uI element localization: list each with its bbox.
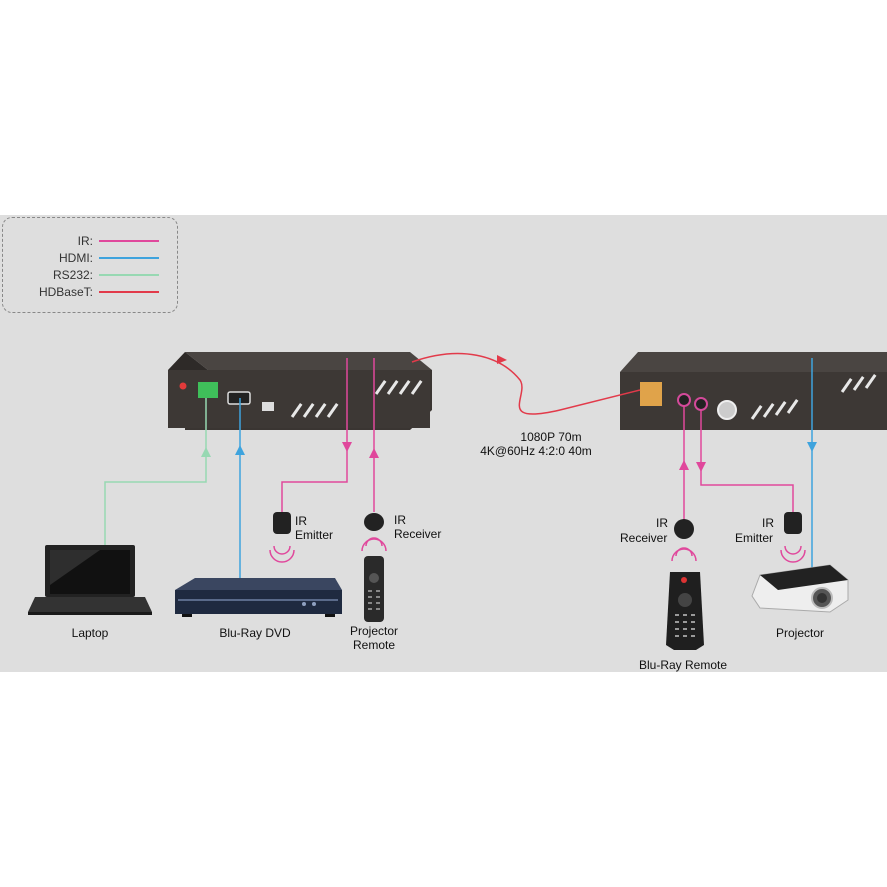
power-led-icon xyxy=(179,382,187,390)
ir-receiver-tx-label-line2: Receiver xyxy=(394,527,442,541)
legend: IR: HDMI: RS232: HDBaseT: xyxy=(2,217,178,313)
bluray-remote-label: Blu-Ray Remote xyxy=(638,658,728,672)
legend-rs232-line xyxy=(99,274,159,276)
rs232-terminal-icon xyxy=(198,382,218,398)
laptop-label: Laptop xyxy=(71,626,109,640)
ir-emitter-tx-label-line2: Emitter xyxy=(295,528,334,542)
ir-emitter-tx-label-line1: IR xyxy=(295,514,307,528)
ir-receiver-rx-label-line1: IR xyxy=(656,516,668,530)
legend-hdbaset-line xyxy=(99,291,159,293)
ir-port-icon xyxy=(677,393,691,407)
arrow-icon xyxy=(679,460,689,470)
legend-hdmi-line xyxy=(99,257,159,259)
cable-spec-line1: 1080P 70m xyxy=(520,430,582,444)
arrow-icon xyxy=(201,447,211,457)
ir-emitter-icon xyxy=(780,512,806,563)
ir-emitter-rx-label-line2: Emitter xyxy=(735,531,774,545)
receiver-unit xyxy=(620,352,887,430)
vent-slots-icon xyxy=(290,380,423,418)
projector-remote-label-line1: Projector xyxy=(349,624,399,638)
projector-icon xyxy=(751,564,849,613)
arrow-icon xyxy=(369,448,379,458)
arrow-icon xyxy=(807,442,817,452)
ir-receiver-icon xyxy=(361,513,387,552)
ir-port-icon xyxy=(694,397,708,411)
ir-emitter-rx-label-line1: IR xyxy=(762,516,774,530)
hdbaset-cable xyxy=(411,352,641,415)
legend-hdmi-label: HDMI: xyxy=(59,251,93,265)
ir-receiver-icon xyxy=(671,519,697,562)
bluray-player-icon xyxy=(175,578,342,617)
rs232-line xyxy=(104,398,207,545)
ir-emitter-line xyxy=(700,410,794,512)
projector-remote-icon xyxy=(364,556,384,622)
ir-receiver-rx-label-line2: Receiver xyxy=(620,531,668,545)
power-port-icon xyxy=(717,400,737,420)
arrow-icon xyxy=(235,445,245,455)
legend-hdbaset-label: HDBaseT: xyxy=(38,285,93,299)
cable-spec-line2: 4K@60Hz 4:2:0 40m xyxy=(480,444,592,458)
bluray-remote-icon xyxy=(666,572,704,650)
arrow-icon xyxy=(342,442,352,452)
projector-remote-label-line2: Remote xyxy=(352,638,396,652)
ir-receiver-tx-label-line1: IR xyxy=(394,513,406,527)
arrow-icon xyxy=(696,462,706,472)
bluray-dvd-label: Blu-Ray DVD xyxy=(219,626,291,640)
transmitter-unit xyxy=(168,352,432,430)
ir-emitter-icon xyxy=(269,512,295,563)
vent-slots-icon xyxy=(750,374,877,420)
projector-label: Projector xyxy=(775,626,825,640)
switch-icon xyxy=(262,402,274,411)
hdmi-port-icon xyxy=(227,391,251,405)
laptop-icon xyxy=(28,545,152,615)
ir-emitter-line xyxy=(281,358,348,512)
legend-ir-line xyxy=(99,240,159,242)
legend-ir-label: IR: xyxy=(77,234,93,248)
arrow-icon xyxy=(497,355,507,364)
legend-rs232-label: RS232: xyxy=(52,268,93,282)
hdbaset-port-icon xyxy=(640,382,662,406)
